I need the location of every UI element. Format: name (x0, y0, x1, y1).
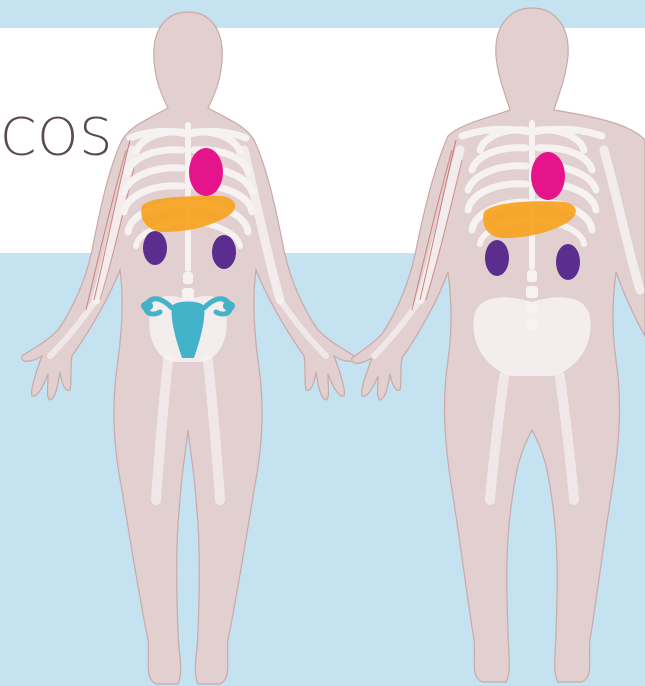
female-body-icon (22, 12, 354, 684)
kidney-left-icon (485, 240, 509, 276)
kidney-right-icon (556, 244, 580, 280)
kidney-left-icon (143, 231, 167, 265)
kidney-right-icon (212, 235, 236, 269)
heart-icon (531, 152, 565, 200)
heart-icon (189, 148, 223, 196)
male-body-icon (352, 8, 645, 682)
